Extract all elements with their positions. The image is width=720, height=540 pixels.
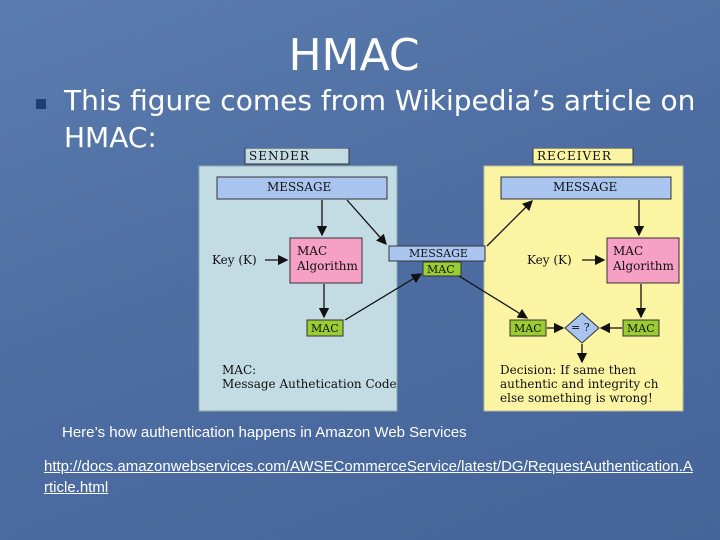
arrow-center-mac-to-receiver <box>458 275 529 319</box>
arrow-sender-mac-to-center <box>344 273 423 321</box>
compare-symbol: = ? <box>571 321 590 334</box>
slide-title: HMAC <box>288 30 420 81</box>
center-message-label: MESSAGE <box>409 247 468 260</box>
sender-mac-algo-label-2: Algorithm <box>297 259 358 273</box>
receiver-mac-algo-label-2: Algorithm <box>613 259 674 273</box>
sender-mac-algo-box <box>289 237 363 284</box>
receiver-mac-received-label: MAC <box>627 322 655 335</box>
legend-line-2: Message Authetication Code <box>222 377 397 391</box>
receiver-mac-algo-box <box>606 237 680 284</box>
caption: Here’s how authentication happens in Ama… <box>62 424 467 441</box>
receiver-message-label: MESSAGE <box>553 180 618 194</box>
hmac-diagram-graphics <box>198 148 684 412</box>
center-mac-box <box>422 261 462 277</box>
bullet-text: This figure comes from Wikipedia’s artic… <box>64 84 696 154</box>
receiver-panel <box>483 165 684 412</box>
receiver-label: RECEIVER <box>537 149 612 163</box>
receiver-message-box <box>500 176 672 200</box>
sender-mac-label: MAC <box>311 322 339 335</box>
sender-panel <box>198 165 398 412</box>
sender-mac-algo-label-1: MAC <box>297 244 328 258</box>
decision-line-1: Decision: If same then <box>500 363 637 377</box>
receiver-mac-computed-label: MAC <box>514 322 542 335</box>
sender-message-box <box>216 176 388 200</box>
sender-message-label: MESSAGE <box>267 180 332 194</box>
sender-tag-box <box>244 148 350 165</box>
receiver-key-label: Key (K) <box>527 253 572 267</box>
sender-key-label: Key (K) <box>212 253 257 267</box>
arrow-center-to-receiver-msg <box>486 200 533 247</box>
receiver-mac-computed-box <box>509 319 547 337</box>
decision-line-3: else something is wrong! <box>500 391 653 405</box>
sender-label: SENDER <box>249 149 310 163</box>
center-message-box <box>388 245 486 262</box>
bullet-square-icon <box>36 99 46 109</box>
legend-line-1: MAC: <box>222 363 257 377</box>
decision-line-2: authentic and integrity ch <box>500 377 659 391</box>
receiver-mac-received-box <box>622 319 660 337</box>
aws-doc-link[interactable]: http://docs.amazonwebservices.com/AWSECo… <box>44 458 693 496</box>
center-mac-label: MAC <box>427 263 455 276</box>
sender-mac-box <box>306 319 344 337</box>
hmac-diagram: SENDER RECEIVER MESSAGE MESSAGE Key (K) … <box>197 148 685 413</box>
arrow-sender-msg-to-center <box>346 199 387 245</box>
receiver-mac-algo-label-1: MAC <box>613 244 644 258</box>
compare-diamond <box>564 312 600 344</box>
receiver-tag-box <box>532 148 634 165</box>
